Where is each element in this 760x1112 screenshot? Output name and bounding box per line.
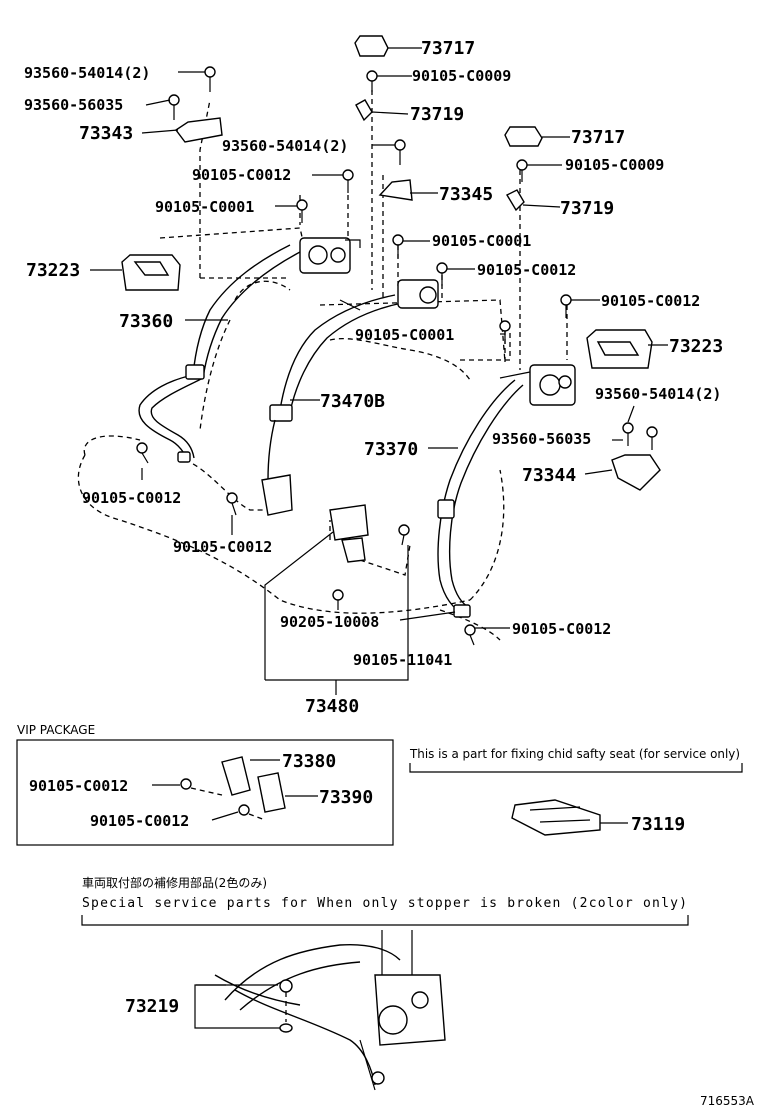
label-73223-left: 73223 bbox=[26, 260, 80, 281]
label-73119: 73119 bbox=[631, 814, 685, 835]
child-seat-labels: This is a part for fixing chid safty sea… bbox=[409, 747, 740, 835]
label-90105-c0001-lower: 90105-C0001 bbox=[355, 326, 454, 344]
part-labels: 73717 90105-C0009 73719 93560-54014(2) 9… bbox=[24, 38, 723, 717]
label-90105-c0012-right: 90105-C0012 bbox=[601, 292, 700, 310]
retractor-left bbox=[299, 237, 361, 274]
buckle-73480 bbox=[329, 504, 369, 563]
label-73719-upper: 73719 bbox=[410, 104, 464, 125]
label-73480: 73480 bbox=[305, 696, 359, 717]
vip-labels: VIP PACKAGE 73380 90105-C0012 73390 9010… bbox=[17, 723, 373, 830]
special-service-labels: 車両取付部の補修用部品(2色のみ) Special service parts … bbox=[82, 875, 687, 1017]
label-73470b: 73470B bbox=[320, 391, 385, 412]
label-73343: 73343 bbox=[79, 123, 133, 144]
label-73370: 73370 bbox=[364, 439, 418, 460]
label-90105-c0012-right-lower: 90105-C0012 bbox=[512, 620, 611, 638]
label-90105-c0012-center: 90105-C0012 bbox=[477, 261, 576, 279]
label-90105-c0012-buckle: 90105-C0012 bbox=[173, 538, 272, 556]
label-73717-upper: 73717 bbox=[421, 38, 475, 59]
label-93560-54014-right: 93560-54014(2) bbox=[595, 385, 721, 403]
label-90105-11041: 90105-11041 bbox=[353, 651, 452, 669]
label-73219: 73219 bbox=[125, 996, 179, 1017]
label-93560-56035-right: 93560-56035 bbox=[492, 430, 591, 448]
label-90105-c0009-right: 90105-C0009 bbox=[565, 156, 664, 174]
label-90205-10008: 90205-10008 bbox=[280, 613, 379, 631]
label-90105-c0012-left-lower: 90105-C0012 bbox=[82, 489, 181, 507]
special-service-note-en: Special service parts for When only stop… bbox=[82, 896, 687, 911]
vip-package-box bbox=[16, 739, 394, 846]
seat-belt-73370 bbox=[437, 379, 524, 618]
label-73717-right: 73717 bbox=[571, 127, 625, 148]
seat-belt-73360 bbox=[138, 244, 301, 463]
label-73223-right: 73223 bbox=[669, 336, 723, 357]
seat-outline bbox=[77, 90, 568, 641]
child-seat-section bbox=[409, 763, 743, 836]
bolts bbox=[136, 66, 658, 646]
label-73719-right: 73719 bbox=[560, 198, 614, 219]
label-93560-56035-left: 93560-56035 bbox=[24, 96, 123, 114]
label-73345: 73345 bbox=[439, 184, 493, 205]
label-73390: 73390 bbox=[319, 787, 373, 808]
vip-package-title: VIP PACKAGE bbox=[17, 723, 95, 737]
label-73380: 73380 bbox=[282, 751, 336, 772]
child-seat-note: This is a part for fixing chid safty sea… bbox=[409, 747, 740, 761]
label-73360: 73360 bbox=[119, 311, 173, 332]
label-93560-54014-left: 93560-54014(2) bbox=[24, 64, 150, 82]
label-90105-c0012-vip-upper: 90105-C0012 bbox=[29, 777, 128, 795]
label-93560-54014-center: 93560-54014(2) bbox=[222, 137, 348, 155]
retractor-right bbox=[499, 364, 576, 406]
leader-lines bbox=[90, 47, 668, 695]
label-90105-c0012-vip-lower: 90105-C0012 bbox=[90, 812, 189, 830]
special-service-section bbox=[81, 915, 689, 1091]
label-73344: 73344 bbox=[522, 465, 576, 486]
label-90105-c0009-upper: 90105-C0009 bbox=[412, 67, 511, 85]
label-90105-c0001-left: 90105-C0001 bbox=[155, 198, 254, 216]
covers bbox=[121, 35, 661, 491]
diagram-code: 716553A bbox=[700, 1094, 755, 1108]
seat-belt-73470b bbox=[261, 279, 439, 516]
label-90105-c0001-center: 90105-C0001 bbox=[432, 232, 531, 250]
label-90105-c0012-upper: 90105-C0012 bbox=[192, 166, 291, 184]
special-service-note-jp: 車両取付部の補修用部品(2色のみ) bbox=[82, 875, 267, 890]
